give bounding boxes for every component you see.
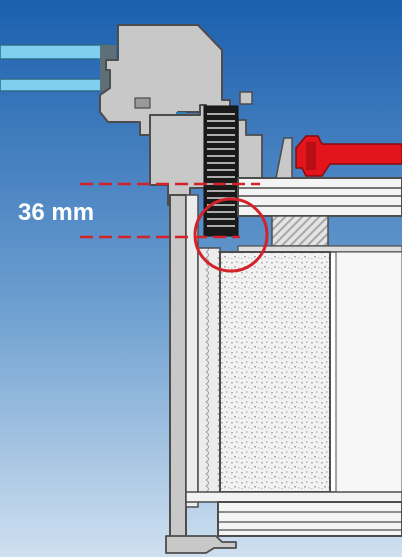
sill-profile bbox=[165, 535, 237, 554]
frame-post bbox=[169, 194, 199, 541]
dimension-lines bbox=[80, 182, 260, 239]
door-handle bbox=[275, 135, 402, 179]
rubber-seal bbox=[203, 105, 239, 237]
door-top-rail bbox=[237, 177, 402, 217]
window-profile-section bbox=[99, 24, 253, 136]
dimension-label: 36 mm bbox=[18, 199, 94, 226]
insulation-core bbox=[219, 251, 331, 493]
foam-strip bbox=[197, 247, 221, 499]
highlight-circle bbox=[193, 197, 269, 273]
frame-profile bbox=[149, 104, 263, 206]
door-bottom-rail bbox=[185, 491, 402, 537]
inner-frame bbox=[237, 245, 402, 493]
hatched-spacer bbox=[271, 215, 329, 247]
